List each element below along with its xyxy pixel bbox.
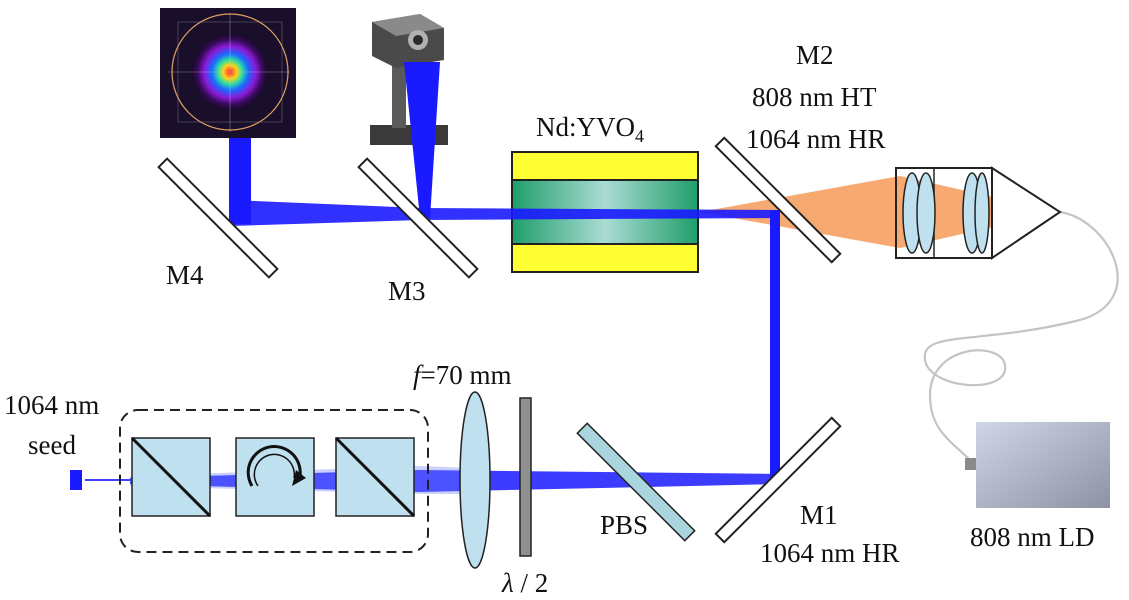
beam-profile-image [160,8,296,138]
pump-collimator [895,166,1062,260]
label-seed: seed [28,430,76,460]
label-m1-reflection: 1064 nm HR [760,538,900,568]
label-m2: M2 [796,40,834,70]
label-crystal: Nd:YVO4 [536,112,644,146]
laser-diode [965,422,1110,508]
mirror-m4 [157,157,279,279]
label-seed-wavelength: 1064 nm [4,390,99,420]
optical-isolator [119,409,429,553]
pump-fiber [923,210,1119,463]
label-pbs: PBS [600,510,648,540]
mirror-m3 [357,157,479,279]
polarizer-cube-right [334,436,416,518]
label-m1: M1 [800,500,838,530]
label-m4: M4 [166,260,204,290]
mirror-m2 [714,136,842,264]
faraday-rotator [235,437,315,517]
focusing-lens [459,391,491,569]
seed-source [70,470,82,490]
polarizer-cube-left [130,436,212,518]
label-laser-diode: 808 nm LD [970,522,1095,552]
label-m2-transmission: 808 nm HT [752,82,877,112]
label-m3: M3 [388,276,426,306]
halfwave-plate [519,397,532,557]
mirror-m1 [714,416,842,544]
label-m2-reflection: 1064 nm HR [746,124,886,154]
pbs-plate [576,422,696,542]
label-halfwave: λ / 2 [501,568,548,598]
label-lens-focal: f=70 mm [413,360,512,390]
